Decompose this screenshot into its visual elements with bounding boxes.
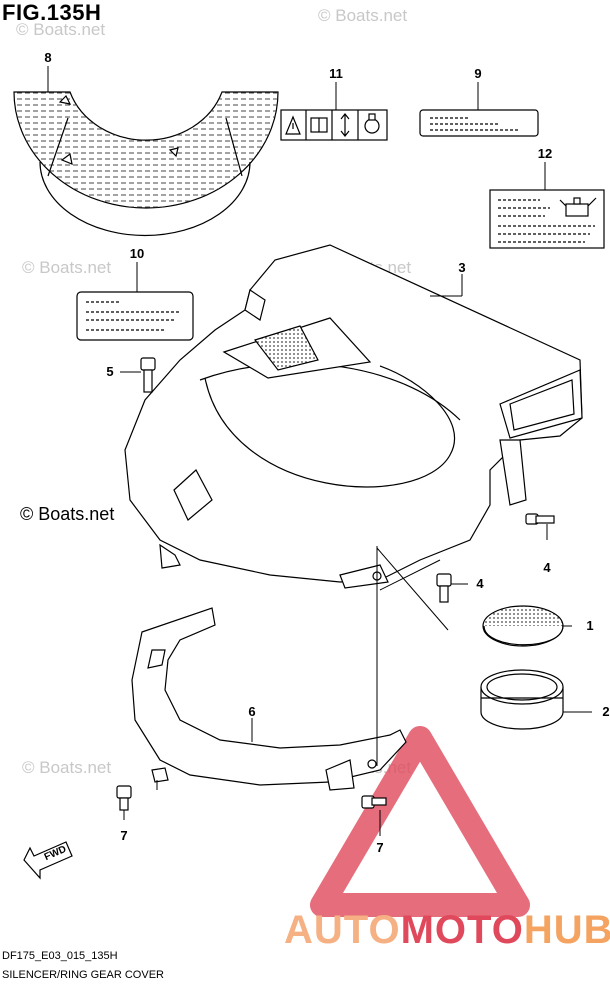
brand-triangle bbox=[310, 726, 530, 917]
callout-3: 3 bbox=[458, 260, 466, 275]
brand-part-hub: HUB bbox=[523, 908, 610, 952]
part-6-ring-gear-cover bbox=[131, 607, 407, 791]
callout-10: 10 bbox=[129, 246, 145, 261]
callout-1: 1 bbox=[586, 618, 594, 633]
brand-logo: AUTOMOTOHUB bbox=[284, 908, 610, 953]
part-8-label-arc bbox=[13, 91, 279, 237]
callout-2: 2 bbox=[602, 704, 610, 719]
up-down-arrow-icon bbox=[340, 113, 350, 137]
part-3-silencer-cover bbox=[124, 244, 583, 589]
callout-7-left: 7 bbox=[120, 828, 128, 843]
callout-11: 11 bbox=[329, 66, 343, 81]
part-4-bolt-lower bbox=[436, 573, 452, 603]
part-5-bolt bbox=[140, 357, 156, 393]
watermark-top: © Boats.net bbox=[318, 6, 408, 25]
brand-part-moto: MOTO bbox=[400, 908, 524, 952]
part-11-warning-decal bbox=[280, 109, 388, 141]
part-7-bolt-left bbox=[116, 785, 132, 811]
part-10-label bbox=[76, 291, 194, 341]
watermark-bottom-left: © Boats.net bbox=[22, 758, 112, 777]
part-7-bolt-right bbox=[361, 795, 387, 809]
manual-book-icon bbox=[310, 117, 328, 133]
callout-12: 12 bbox=[537, 146, 553, 161]
oil-filler-icon bbox=[364, 113, 380, 134]
figure-description: SILENCER/RING GEAR COVER bbox=[2, 969, 164, 981]
figure-title: FIG.135H bbox=[2, 0, 102, 25]
part-1-mesh-cap bbox=[482, 605, 564, 647]
part-4-bolt-upper bbox=[525, 513, 555, 525]
callout-9: 9 bbox=[474, 66, 482, 81]
callout-7-right: 7 bbox=[376, 840, 384, 855]
part-2-ring bbox=[480, 669, 564, 730]
callout-4-upper: 4 bbox=[543, 560, 551, 575]
callout-6: 6 bbox=[248, 704, 256, 719]
fwd-arrow-icon bbox=[23, 841, 73, 880]
oil-can-icon bbox=[559, 197, 597, 217]
brand-part-auto: AUTO bbox=[284, 908, 401, 952]
part-12-label bbox=[489, 189, 605, 249]
figure-code: DF175_E03_015_135H bbox=[2, 950, 118, 962]
leader-lines bbox=[47, 66, 592, 836]
watermark-dark: © Boats.net bbox=[20, 504, 115, 524]
callout-8: 8 bbox=[44, 50, 52, 65]
callout-4-lower: 4 bbox=[476, 576, 484, 591]
callout-5: 5 bbox=[106, 364, 114, 379]
warning-triangle-icon bbox=[285, 115, 301, 135]
part-9-label bbox=[419, 109, 539, 137]
watermark-top-left: © Boats.net bbox=[16, 20, 106, 39]
watermark-mid-left: © Boats.net bbox=[22, 258, 112, 277]
